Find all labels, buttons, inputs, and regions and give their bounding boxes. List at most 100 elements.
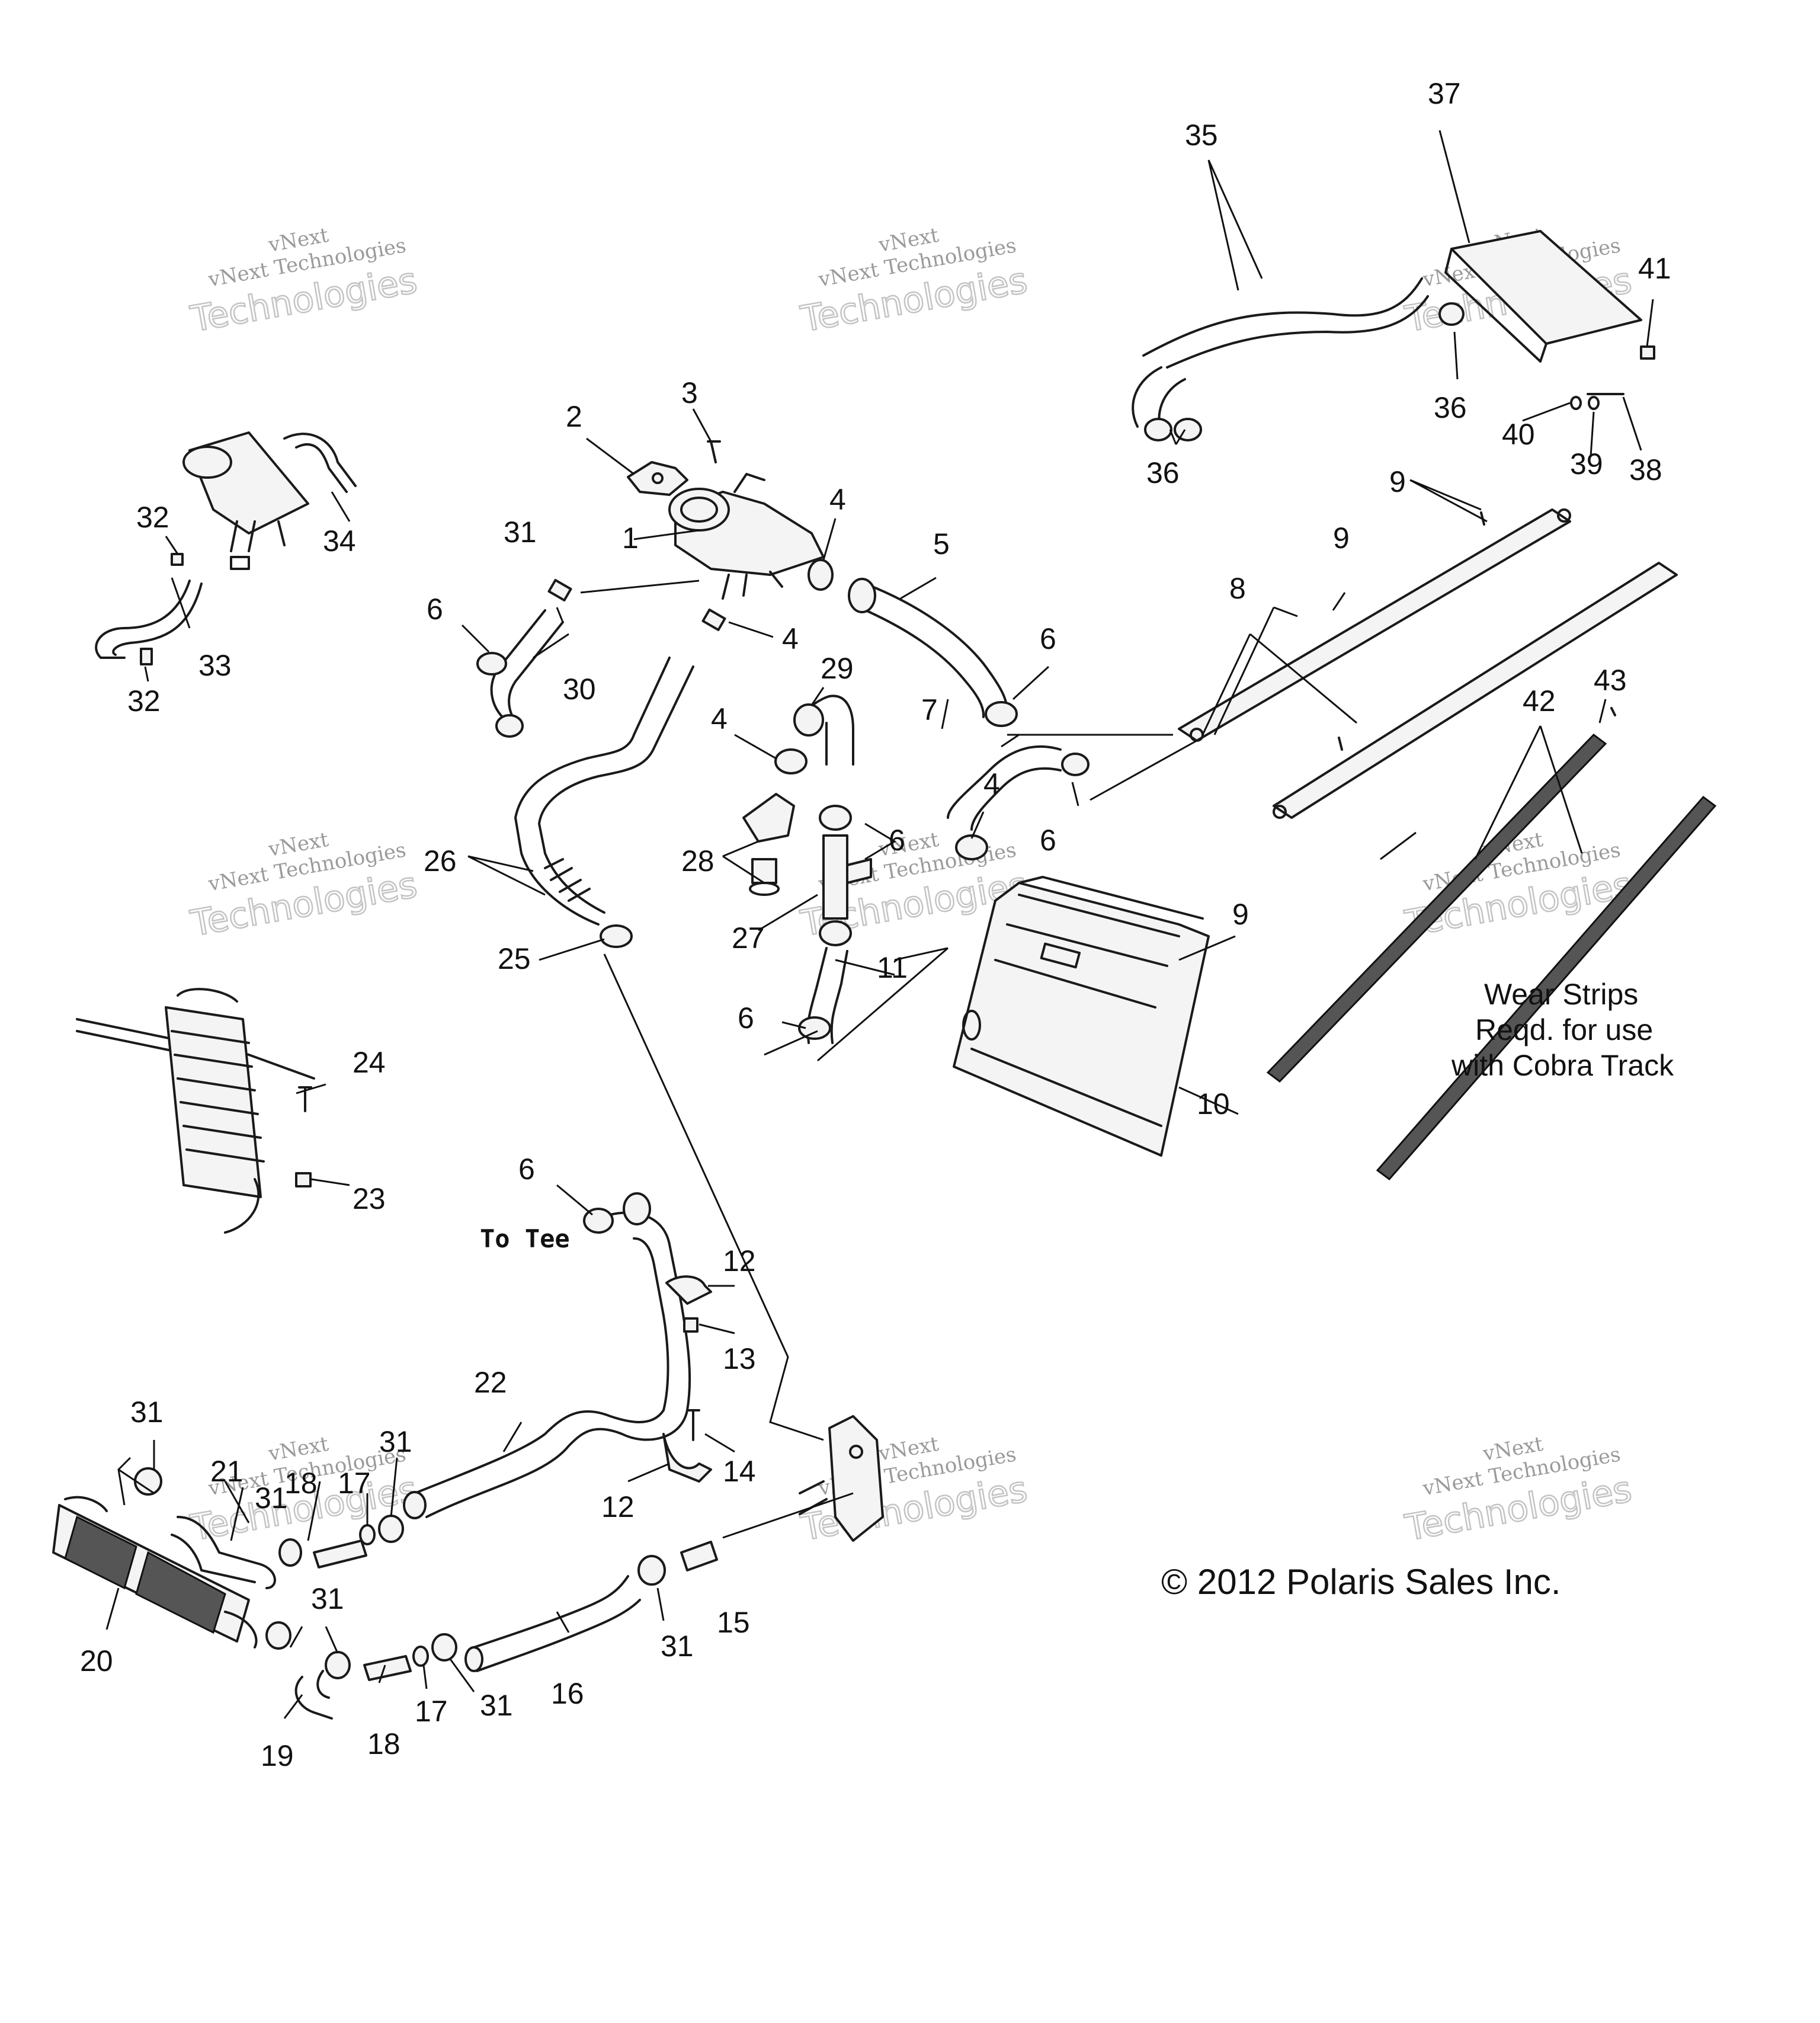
callouts: 1 2 3 4 4 4 4 5 6 6 6 6 6 6 7 8 9 9 9 10… bbox=[80, 77, 1671, 1772]
callout-43: 43 bbox=[1594, 664, 1627, 697]
part-12-clip-b bbox=[662, 1433, 712, 1483]
part-1-coolant-bottle bbox=[668, 473, 825, 600]
callout-9: 9 bbox=[1389, 465, 1406, 498]
watermark: vNext vNext Technologies Technologies bbox=[187, 223, 421, 341]
callout-31: 31 bbox=[311, 1582, 344, 1615]
part-41-nut bbox=[1640, 345, 1655, 360]
part-25-clamp bbox=[600, 924, 633, 948]
callout-22: 22 bbox=[474, 1366, 507, 1399]
part-9-screw-a bbox=[1338, 737, 1343, 751]
callout-34: 34 bbox=[323, 524, 356, 558]
part-32-fitting-lower bbox=[140, 648, 153, 665]
callout-17: 17 bbox=[338, 1467, 371, 1500]
callout-10: 10 bbox=[1197, 1087, 1230, 1121]
callout-4: 4 bbox=[711, 702, 728, 735]
callout-31: 31 bbox=[504, 516, 537, 549]
callout-6: 6 bbox=[1040, 824, 1056, 857]
callout-16: 16 bbox=[551, 1677, 584, 1710]
wear-strips-note: Wear Strips Reqd. for use with Cobra Tra… bbox=[1451, 978, 1674, 1082]
callout-25: 25 bbox=[498, 942, 531, 975]
part-31-clamp-b bbox=[278, 1538, 302, 1567]
part-4-clamp-c bbox=[774, 748, 808, 774]
callout-6: 6 bbox=[889, 824, 905, 857]
part-31-clamp-f bbox=[431, 1633, 457, 1662]
callout-31: 31 bbox=[661, 1630, 694, 1663]
part-29-elbow bbox=[793, 694, 854, 766]
to-tee-note: To Tee bbox=[480, 1224, 570, 1253]
part-33-small-hose bbox=[95, 553, 203, 665]
part-2-cap bbox=[627, 461, 688, 496]
callout-19: 19 bbox=[261, 1739, 294, 1772]
callout-12: 12 bbox=[723, 1244, 756, 1278]
callout-32: 32 bbox=[136, 501, 169, 534]
callout-37: 37 bbox=[1428, 77, 1461, 110]
part-36-clamp-c bbox=[1438, 302, 1465, 326]
callout-26: 26 bbox=[424, 844, 457, 878]
callout-28: 28 bbox=[681, 844, 714, 878]
part-6-clamp-f bbox=[1061, 753, 1090, 776]
part-6-clamp-c bbox=[819, 805, 852, 831]
callout-36: 36 bbox=[1434, 391, 1467, 424]
part-42-wear-strips bbox=[1266, 734, 1717, 1181]
callout-35: 35 bbox=[1185, 119, 1218, 152]
note-line1: Wear Strips bbox=[1484, 978, 1638, 1011]
part-4-clamp-a bbox=[808, 559, 834, 591]
part-21-hose bbox=[171, 1516, 276, 1589]
part-6-clamp-a bbox=[985, 701, 1018, 727]
watermark: vNext vNext Technologies Technologies bbox=[1401, 1432, 1635, 1550]
part-37-mounting-plate bbox=[1444, 230, 1642, 363]
callout-8: 8 bbox=[1229, 572, 1246, 605]
callout-42: 42 bbox=[1523, 684, 1556, 718]
callout-18: 18 bbox=[367, 1727, 400, 1760]
part-17-ring-b bbox=[412, 1646, 429, 1667]
part-35-tunnel-hoses bbox=[1132, 277, 1429, 434]
callout-20: 20 bbox=[80, 1644, 113, 1678]
callout-2: 2 bbox=[566, 400, 582, 433]
callout-32: 32 bbox=[127, 684, 161, 718]
part-23-nut bbox=[295, 1172, 312, 1187]
part-34-coolant-tank-alt bbox=[182, 431, 357, 570]
callout-14: 14 bbox=[723, 1455, 756, 1488]
part-20-cooler bbox=[52, 1496, 258, 1649]
callout-7: 7 bbox=[921, 693, 938, 726]
part-10-heat-exchanger bbox=[953, 876, 1210, 1157]
part-26-long-hose bbox=[514, 657, 694, 926]
part-7-hose bbox=[947, 745, 1062, 831]
watermarks: vNext vNext Technologies Technologies vN… bbox=[187, 223, 1635, 1550]
part-18-tube-b bbox=[363, 1655, 412, 1681]
pump-housing bbox=[799, 1415, 884, 1542]
part-16-hose bbox=[464, 1575, 641, 1672]
copyright-notice: © 2012 Polaris Sales Inc. bbox=[1161, 1562, 1561, 1602]
part-39-washer bbox=[1588, 396, 1600, 410]
leader-lines bbox=[105, 130, 1654, 1719]
part-13-nut bbox=[683, 1317, 698, 1333]
watermark: vNext vNext Technologies Technologies bbox=[797, 223, 1031, 341]
callout-11: 11 bbox=[877, 951, 908, 984]
part-43-screw bbox=[1610, 707, 1616, 716]
part-15-fitting bbox=[680, 1541, 718, 1571]
callout-9: 9 bbox=[1333, 521, 1350, 555]
part-6-clamp-d bbox=[819, 920, 852, 946]
part-22-lower-hose bbox=[403, 1192, 691, 1519]
part-5-hose bbox=[848, 578, 1008, 718]
callout-13: 13 bbox=[723, 1342, 756, 1375]
callout-5: 5 bbox=[933, 527, 950, 561]
callout-17: 17 bbox=[415, 1695, 448, 1728]
callout-18: 18 bbox=[284, 1467, 318, 1500]
part-19-elbow bbox=[294, 1670, 333, 1720]
callout-31: 31 bbox=[480, 1689, 513, 1722]
watermark: vNext vNext Technologies Technologies bbox=[187, 828, 421, 946]
watermark: vNext vNext Technologies Technologies bbox=[797, 1432, 1031, 1550]
callout-31: 31 bbox=[130, 1395, 164, 1429]
part-31-clamp-d bbox=[265, 1621, 291, 1650]
callout-41: 41 bbox=[1638, 252, 1671, 285]
part-6-clamp-b bbox=[476, 652, 507, 676]
callout-33: 33 bbox=[198, 649, 232, 682]
callout-23: 23 bbox=[353, 1182, 386, 1215]
callout-12: 12 bbox=[601, 1490, 635, 1523]
part-36-clamp-a bbox=[1144, 418, 1172, 441]
part-12-clip-a bbox=[665, 1275, 712, 1305]
part-31-clamp-g bbox=[637, 1555, 666, 1586]
callout-30: 30 bbox=[563, 673, 596, 706]
